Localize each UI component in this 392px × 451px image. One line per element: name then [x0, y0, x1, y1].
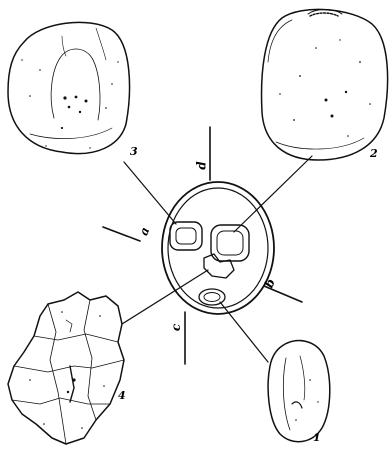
leader-line-4 [122, 270, 208, 324]
stone-label-1: 1 [313, 432, 321, 443]
leader-line-2 [234, 156, 312, 232]
direction-line-a [103, 227, 140, 241]
stone-4-drawing [8, 292, 124, 444]
grave-stone-4-position [204, 254, 234, 278]
stone-3-drawing [8, 22, 129, 153]
grave-stone-3-position [170, 222, 202, 250]
direction-label-d: d [197, 161, 208, 169]
stone-label-2: 2 [370, 148, 378, 159]
stone-1-drawing [268, 341, 330, 442]
stone-label-4: 4 [118, 390, 126, 401]
leader-line-3 [124, 162, 176, 224]
leader-line-1 [220, 302, 268, 362]
direction-label-c: c [171, 324, 182, 331]
grave-stone-2-position [211, 225, 249, 261]
stone-2-drawing [262, 9, 388, 160]
stone-label-3: 3 [130, 146, 138, 157]
direction-line-b [264, 286, 302, 302]
